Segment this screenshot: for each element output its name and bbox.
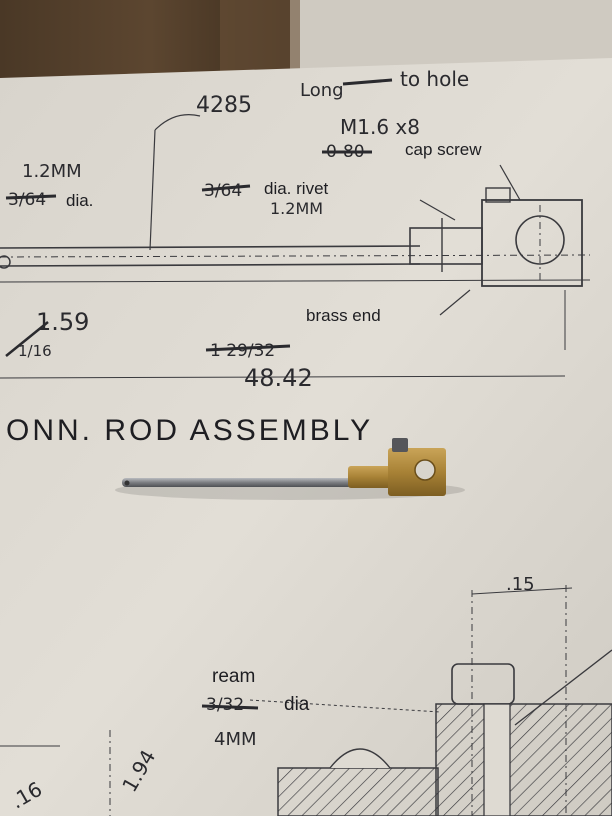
brass-end-text: brass end	[306, 306, 381, 325]
lower-drawing: .15 ream 3/32 dia 4MM 1.94 .16	[0, 574, 612, 816]
rod-dia-frac-struck: 3/64	[8, 190, 46, 210]
upper-paper-sheet	[290, 0, 612, 70]
ream-dia-label: dia	[284, 694, 310, 715]
screw-spec-text: M1.6 x8	[340, 115, 420, 139]
connecting-rod-part	[115, 438, 465, 500]
to-hole-note-text: to hole	[400, 67, 469, 91]
rivet-label: dia. rivet	[264, 179, 329, 198]
wood-shadow	[220, 0, 300, 80]
cap-screw-head	[392, 438, 408, 452]
left-dim-struck: 1/16	[18, 342, 52, 360]
drawing-title: ONN. ROD ASSEMBLY	[6, 414, 373, 447]
end-block-hole	[414, 459, 436, 481]
long-note-text: Long	[300, 80, 344, 101]
rod-dia-label: dia.	[66, 191, 93, 210]
hatched-section	[435, 703, 612, 816]
ream-mm-text: 4MM	[214, 729, 257, 750]
top-annotations: 4285 Long to hole M1.6 x8 0-80 cap screw…	[5, 67, 482, 392]
rod-end-hole	[0, 255, 11, 269]
left-dim-text: 1.59	[36, 308, 89, 336]
rivet-mm-text: 1.2MM	[270, 199, 323, 218]
ream-struck: 3/32	[206, 695, 244, 715]
length-mm-text: 48.42	[244, 364, 313, 392]
top-drawing	[0, 114, 591, 379]
brass-ferrule	[348, 466, 392, 488]
end-block-outline	[481, 199, 583, 287]
length-struck-text: 1 29/32	[210, 341, 275, 361]
rod-dia-mm-text: 1.2MM	[22, 161, 82, 182]
top-dim-text: .15	[506, 574, 535, 595]
rivet-frac-struck: 3/64	[204, 181, 242, 201]
steel-rod	[122, 478, 352, 487]
ream-label: ream	[212, 666, 255, 687]
overall-length-text: 4285	[196, 93, 252, 118]
cap-screw-text: cap screw	[405, 140, 482, 159]
